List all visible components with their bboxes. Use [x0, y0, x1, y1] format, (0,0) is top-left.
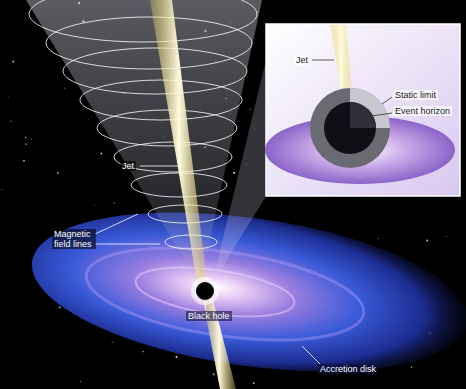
star: [414, 220, 416, 222]
star: [113, 202, 115, 204]
star: [124, 369, 126, 371]
inset-jet: [330, 25, 352, 90]
star: [80, 381, 81, 382]
star: [94, 205, 95, 206]
star: [10, 120, 12, 122]
star: [87, 118, 89, 120]
cutaway: [350, 102, 376, 128]
star: [411, 366, 412, 367]
star: [426, 239, 428, 241]
star: [59, 306, 61, 308]
star: [142, 351, 144, 353]
star: [233, 172, 235, 174]
part-label: Black hole: [186, 311, 232, 321]
cutaway: [350, 88, 390, 128]
event-horizon-sphere: [324, 102, 376, 154]
part-label: Jet: [120, 161, 136, 171]
star: [1, 189, 2, 190]
black-hole: [196, 282, 214, 300]
star: [23, 160, 25, 162]
inset-panel: [266, 24, 460, 196]
star: [378, 238, 380, 240]
star: [176, 356, 178, 358]
jet-beam: [150, 0, 208, 288]
star: [446, 236, 447, 237]
star: [100, 153, 102, 155]
part-label: Jet: [294, 55, 310, 65]
zoom-wedge: [212, 60, 266, 284]
jet-beam: [202, 296, 236, 389]
star: [444, 199, 446, 201]
glow: [191, 277, 219, 305]
star: [213, 373, 215, 375]
star: [249, 109, 250, 110]
part-label: Magnetic field lines: [52, 229, 96, 249]
star: [112, 342, 113, 343]
star: [25, 137, 26, 138]
star: [64, 87, 65, 88]
star: [57, 172, 59, 174]
part-label: Static limit: [393, 90, 438, 100]
star: [37, 340, 39, 342]
leader-lines: [312, 60, 392, 116]
disk-ring: [133, 259, 298, 325]
part-label: Event horizon: [393, 106, 452, 116]
leader-lines: [95, 166, 320, 364]
star: [253, 382, 255, 384]
magnetic-field-lines: [29, 0, 257, 249]
part-label: Accretion disk: [318, 364, 378, 374]
star: [25, 143, 26, 144]
static-limit-sphere: [310, 88, 390, 168]
star: [31, 138, 32, 139]
star: [7, 96, 9, 98]
star: [12, 61, 14, 63]
